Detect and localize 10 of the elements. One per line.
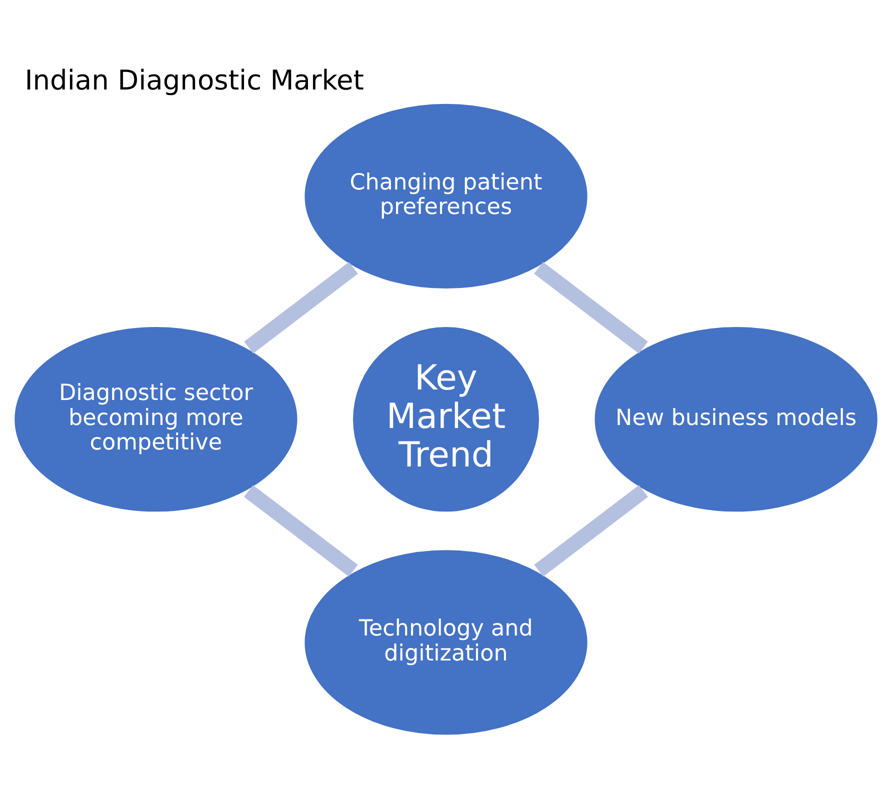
node-ellipse: Diagnostic sector becoming more competitive <box>12 324 300 514</box>
connector <box>534 261 648 353</box>
connector <box>534 484 648 576</box>
node-ellipse: Technology and digitization <box>302 547 590 737</box>
diagram-title: Indian Diagnostic Market <box>24 65 364 96</box>
node-ellipse: New business models <box>592 324 880 514</box>
connector <box>244 261 358 353</box>
node-circle: Key Market Trend <box>350 324 542 514</box>
node-ellipse: Changing patient preferences <box>302 100 590 291</box>
connector <box>244 484 358 576</box>
